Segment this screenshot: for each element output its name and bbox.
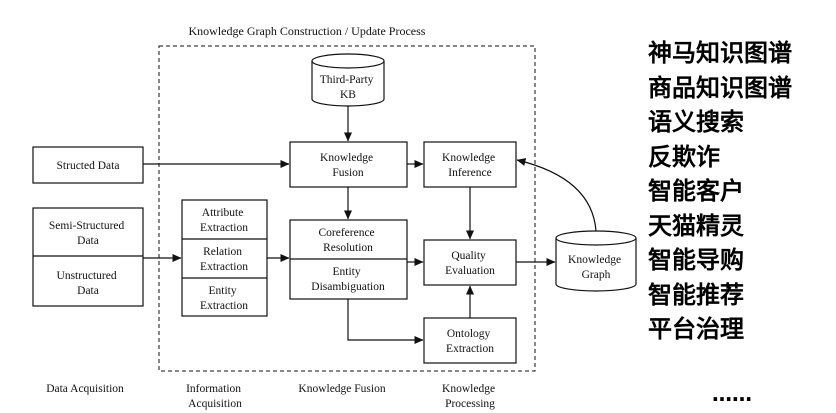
application-item: 平台治理 <box>648 315 744 343</box>
relation-extraction-label: Relation Extraction <box>200 246 248 273</box>
unstructured-data-label: Unstructured Data <box>57 270 120 297</box>
application-item: 智能导购 <box>648 246 744 274</box>
arrow-disambiguation-to-ontology <box>347 299 424 344</box>
quality-evaluation-box <box>423 239 517 286</box>
semi-structured-data-label: Semi-Structured Data <box>49 220 127 247</box>
application-item: 神马知识图谱 <box>648 39 792 67</box>
application-item: 智能客户 <box>648 177 744 205</box>
stage-knowledge-processing: Knowledge Processing <box>442 383 498 410</box>
stage-information-acquisition: Information Acquisition <box>186 383 244 410</box>
attribute-extraction-label: Attribute Extraction <box>200 207 248 234</box>
entity-extraction-label: Entity Extraction <box>200 285 248 312</box>
quality-evaluation-label: Quality Evaluation <box>445 250 495 277</box>
stage-knowledge-fusion: Knowledge Fusion <box>298 383 385 395</box>
application-item: 智能推荐 <box>648 280 744 309</box>
knowledge-inference-label: Knowledge Inference <box>442 152 498 179</box>
stage-data-acquisition: Data Acquisition <box>46 383 124 395</box>
process-boundary <box>158 45 536 372</box>
entity-disambiguation-label: Entity Disambiguation <box>311 266 385 293</box>
structed-data-label: Structed Data <box>57 160 120 172</box>
knowledge-graph-cylinder <box>555 230 637 292</box>
application-item: 商品知识图谱 <box>648 73 792 102</box>
knowledge-graph-label: Knowledge Graph <box>568 254 624 281</box>
ontology-extraction-box <box>423 317 517 364</box>
extraction-box <box>181 199 268 317</box>
knowledge-fusion-label: Knowledge Fusion <box>320 152 376 179</box>
application-list-ellipsis: …… <box>712 382 752 406</box>
third-party-kb-cylinder <box>311 53 385 107</box>
knowledge-inference-box <box>423 141 517 188</box>
structed-data-box <box>32 146 144 184</box>
knowledge-fusion-box <box>289 141 408 188</box>
application-item: 天猫精灵 <box>648 211 744 240</box>
application-item: 语义搜索 <box>648 108 744 136</box>
semi-unstructured-data-box <box>32 207 144 307</box>
application-list: 神马知识图谱 商品知识图谱 语义搜索 反欺诈 智能客户 天猫精灵 智能导购 智能… <box>648 36 830 347</box>
application-item: 反欺诈 <box>648 142 720 171</box>
ontology-extraction-label: Ontology Extraction <box>446 328 494 355</box>
third-party-kb-label: Third-Party KB <box>320 74 377 101</box>
coreference-resolution-label: Coreference Resolution <box>318 227 377 254</box>
process-title: Knowledge Graph Construction / Update Pr… <box>189 24 426 38</box>
arrow-graph-to-inference <box>516 158 597 232</box>
